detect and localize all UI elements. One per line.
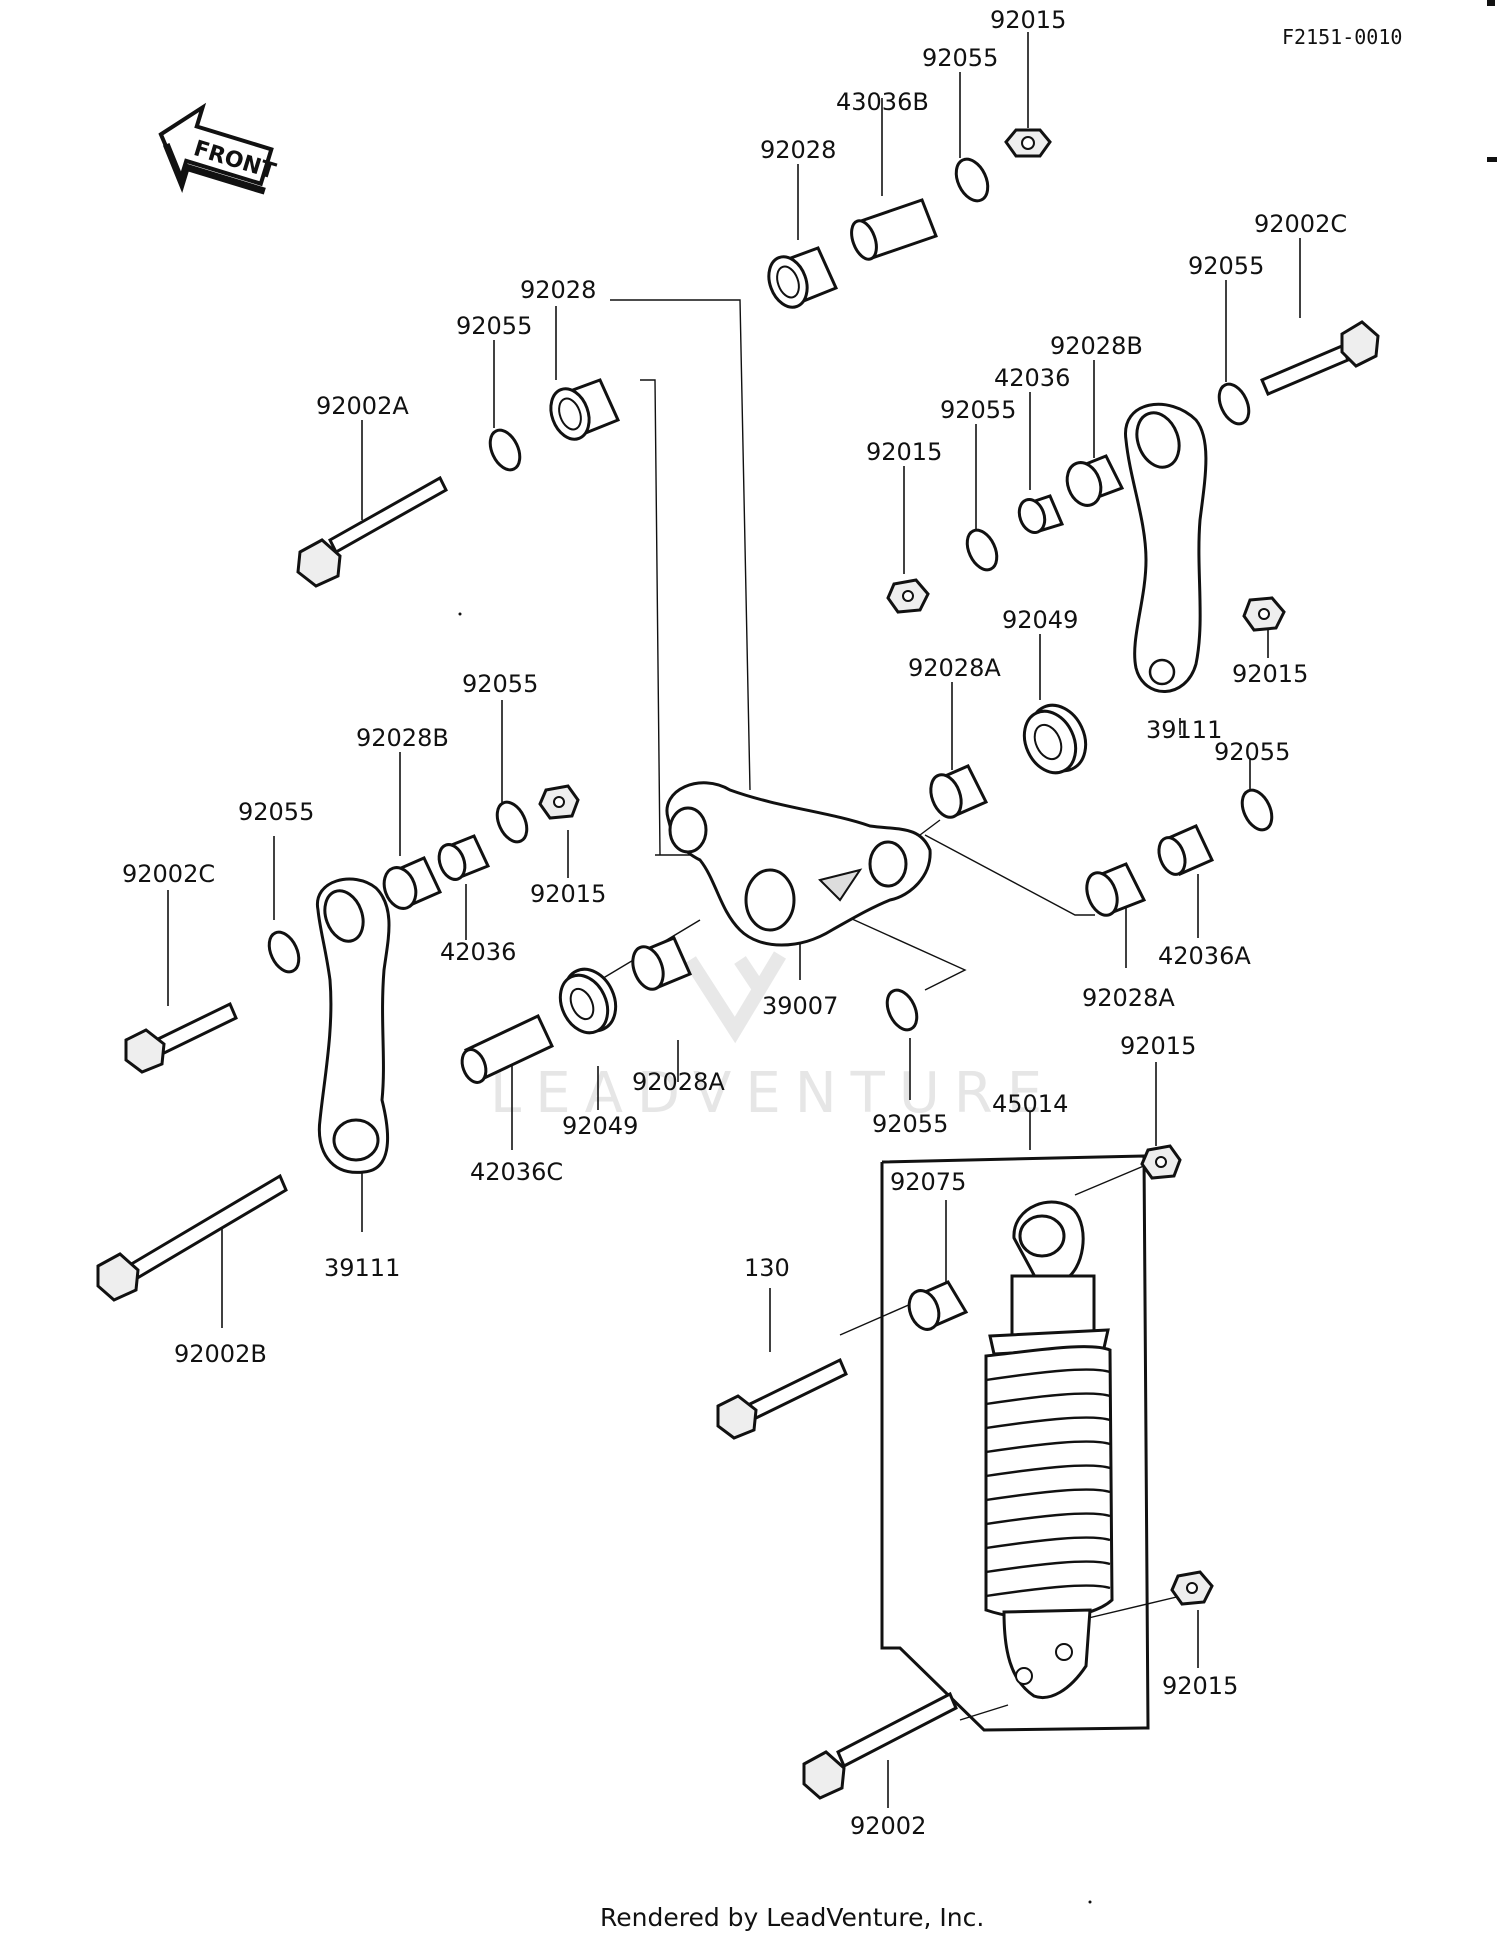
bolt-92002C-right <box>1260 320 1380 396</box>
link-39111-right <box>1124 402 1208 693</box>
part-label-left_92055: 92055 <box>456 312 532 340</box>
bolt-92002A <box>296 475 448 588</box>
diagram-code: F2151-0010 <box>1282 25 1402 49</box>
bushing-92028-left <box>549 378 621 441</box>
part-label-r_92028B: 92028B <box>1050 332 1143 360</box>
washer-92055-right-b <box>965 528 999 572</box>
dot <box>1088 1900 1092 1904</box>
link-39111-left <box>316 877 391 1174</box>
nut-92015-shock-top <box>1140 1144 1182 1180</box>
bushing-92028A-lower <box>1085 862 1147 917</box>
sleeve-43036B <box>850 198 938 261</box>
bushing-92028-top <box>767 246 839 309</box>
part-label-l_92002B: 92002B <box>174 1340 267 1368</box>
washer-92055-center <box>885 988 919 1032</box>
bushing-92028B-right <box>1065 454 1125 507</box>
watermark: LEADVENTURE <box>490 951 1056 1126</box>
edge-mark <box>1487 157 1497 162</box>
part-label-l_92002C: 92002C <box>122 860 215 888</box>
bolt-130 <box>716 1357 848 1440</box>
bolt-92002 <box>802 1691 958 1800</box>
part-label-s_92015_bot: 92015 <box>1162 1672 1238 1700</box>
shock-absorber-45014 <box>880 1154 1150 1732</box>
nut-92015-top <box>1004 128 1052 158</box>
part-label-l_92028B: 92028B <box>356 724 449 752</box>
bushing-92028A-upper <box>929 764 989 819</box>
part-label-l_92055_b: 92055 <box>238 798 314 826</box>
part-label-l_42036: 42036 <box>440 938 516 966</box>
nut-92015-right-b <box>1242 596 1286 632</box>
part-label-s_92002: 92002 <box>850 1812 926 1840</box>
part-label-r_92015_a: 92015 <box>866 438 942 466</box>
part-label-r_39111: 39111 <box>1146 716 1222 744</box>
part-label-r_92055_a: 92055 <box>1188 252 1264 280</box>
washer-92055-left <box>488 428 522 472</box>
part-label-l_39111: 39111 <box>324 1254 400 1282</box>
washer-92055-left-c <box>267 930 301 974</box>
part-label-c_92049: 92049 <box>562 1112 638 1140</box>
part-label-top_43036B: 43036B <box>836 88 929 116</box>
part-label-r_42036A: 42036A <box>1158 942 1251 970</box>
seal-92049-center <box>558 967 618 1035</box>
part-number-labels: 92015 92055 43036B 92028 92028 92055 920… <box>122 6 1347 1840</box>
part-label-top_92015: 92015 <box>990 6 1066 34</box>
part-label-r_92055_b: 92055 <box>940 396 1016 424</box>
part-label-s_92075: 92075 <box>890 1168 966 1196</box>
part-label-r_92028A: 92028A <box>908 654 1001 682</box>
part-label-s_92015_top: 92015 <box>1120 1032 1196 1060</box>
nut-92015-right-a <box>886 578 930 614</box>
watermark-text: LEADVENTURE <box>490 1061 1056 1126</box>
edge-mark <box>1487 0 1495 6</box>
nut-92015-left <box>538 784 580 820</box>
part-label-s_130: 130 <box>744 1254 790 1282</box>
part-label-c_92055: 92055 <box>872 1110 948 1138</box>
spring-coils <box>984 1345 1114 1621</box>
part-label-r_92028A_b: 92028A <box>1082 984 1175 1012</box>
part-label-l_42036C: 42036C <box>470 1158 563 1186</box>
bushing-92028B-left <box>382 856 443 910</box>
footer-credit: Rendered by LeadVenture, Inc. <box>600 1903 984 1932</box>
part-label-r_92049: 92049 <box>1002 606 1078 634</box>
part-label-left_92002A: 92002A <box>316 392 409 420</box>
sleeve-42036C <box>460 1014 554 1084</box>
washer-92055-top <box>954 157 990 203</box>
nut-92015-shock-bottom <box>1170 1570 1214 1606</box>
bolt-92002C-left <box>124 1001 238 1074</box>
bushing-92028A-center <box>631 936 692 991</box>
part-label-s_45014: 45014 <box>992 1090 1068 1118</box>
washer-92055-right-a <box>1217 382 1251 426</box>
bolt-92002B <box>96 1173 288 1302</box>
part-label-r_92055_c: 92055 <box>1214 738 1290 766</box>
part-label-c_39007: 39007 <box>762 992 838 1020</box>
part-label-c_92028A: 92028A <box>632 1068 725 1096</box>
part-label-top_92028: 92028 <box>760 136 836 164</box>
collar-42036A <box>1157 824 1215 876</box>
part-label-l_92055_a: 92055 <box>462 670 538 698</box>
collar-42036-right <box>1017 494 1065 534</box>
washer-92055-left-b <box>495 800 529 844</box>
part-label-l_92015: 92015 <box>530 880 606 908</box>
part-label-r_42036: 42036 <box>994 364 1070 392</box>
seal-92049-right <box>1022 703 1088 775</box>
part-label-r_92002C: 92002C <box>1254 210 1347 238</box>
leader-lines <box>167 32 1301 1808</box>
part-label-r_92015_b: 92015 <box>1232 660 1308 688</box>
dot <box>458 612 462 616</box>
washer-92055-right-c <box>1240 788 1274 832</box>
part-label-top_92055: 92055 <box>922 44 998 72</box>
part-label-left_92028: 92028 <box>520 276 596 304</box>
rocker-arm-39007 <box>665 781 932 947</box>
front-arrow: FRONT <box>158 102 278 195</box>
bushing-92075 <box>907 1280 969 1331</box>
collar-42036-left <box>437 834 491 881</box>
